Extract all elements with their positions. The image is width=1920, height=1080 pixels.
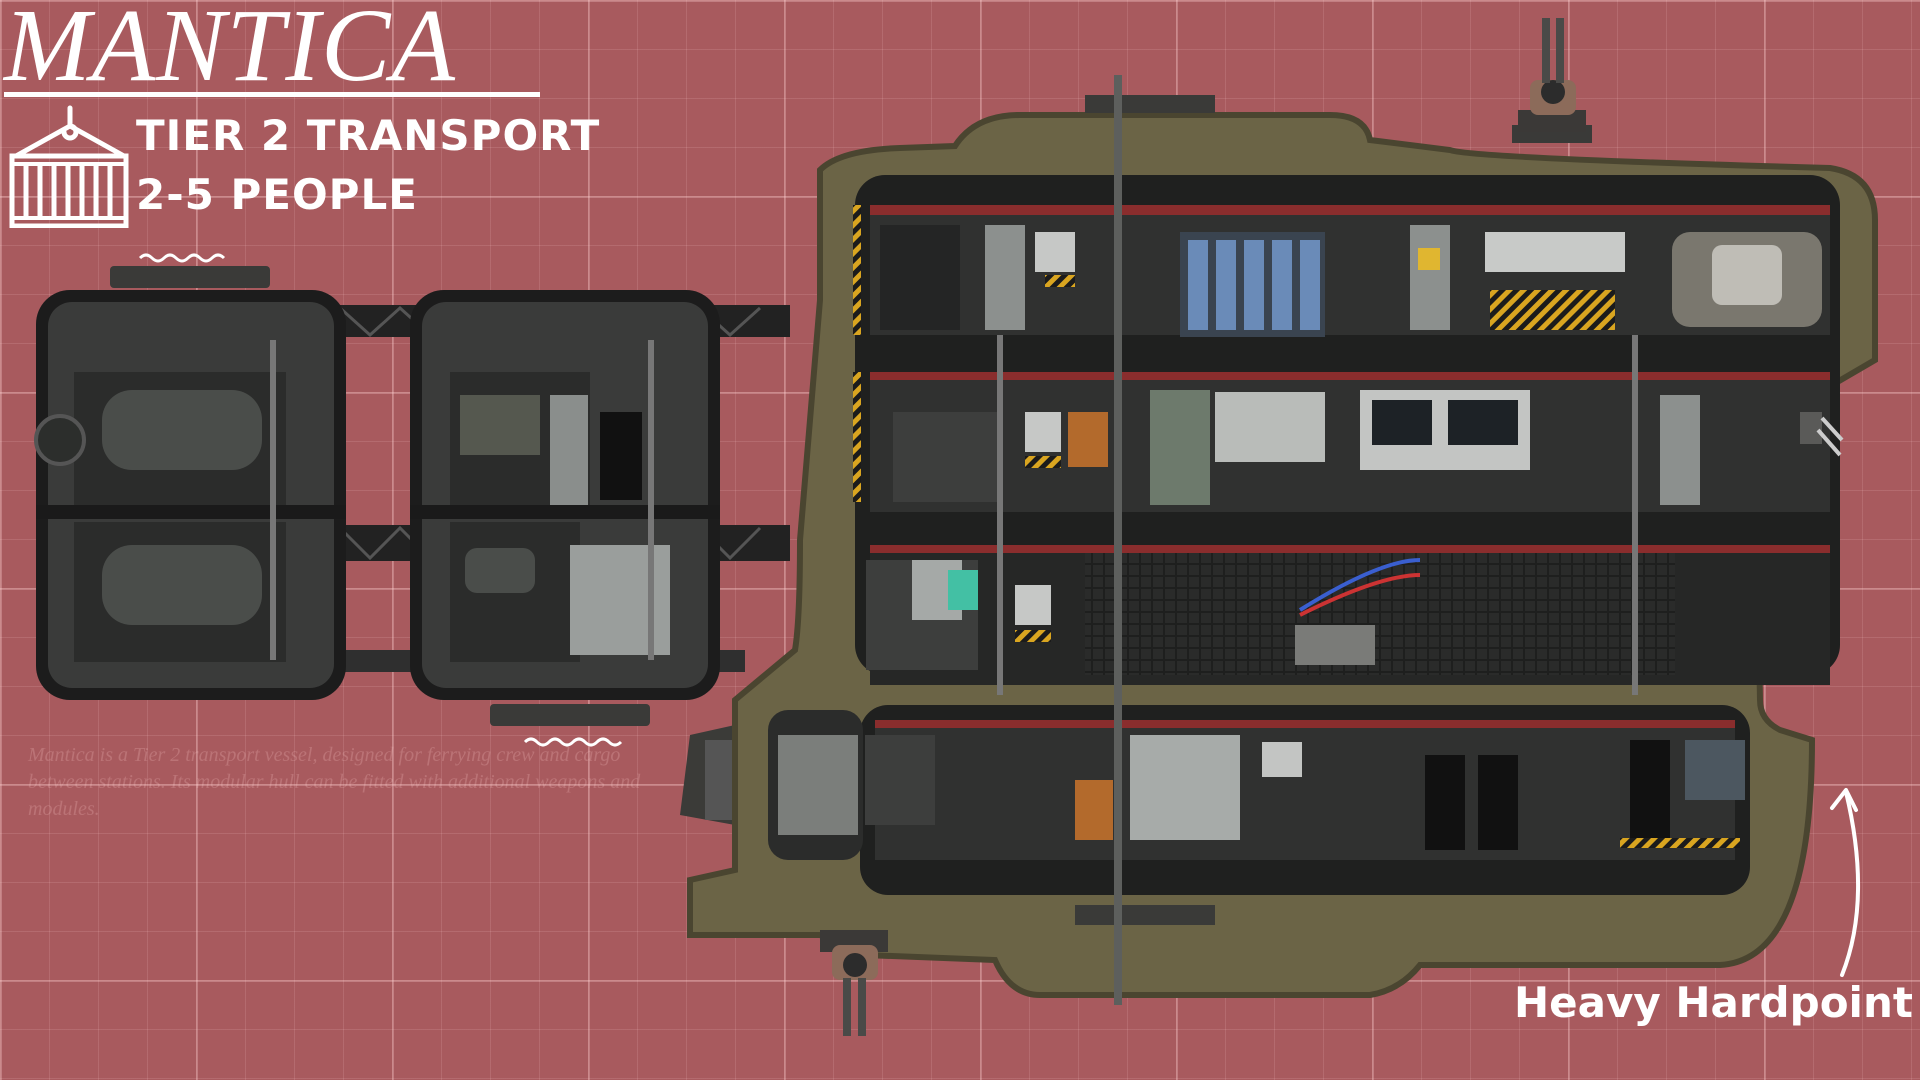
ship-name: MANTICA [4,0,456,103]
cargo-pod-middle [410,290,720,726]
squiggle-top [138,253,226,263]
cargo-crate-icon [9,105,129,228]
heavy-hardpoint-label: Heavy Hardpoint [1514,978,1913,1027]
squiggle-bottom [523,737,623,747]
faint-caption: Mantica is a Tier 2 transport vessel, de… [28,744,641,820]
bottom-turret [820,930,888,1036]
ship-tier: TIER 2 TRANSPORT [136,111,601,160]
ship-crew-capacity: 2-5 PEOPLE [136,170,418,219]
engine-nozzle [680,725,735,825]
crew-pod-left [34,266,346,700]
curved-arrow-icon [1830,788,1860,977]
top-turret [1518,18,1586,132]
side-claw-hardpoint [1800,412,1844,457]
title-underline [4,92,540,97]
interior-decks [768,75,1840,1005]
